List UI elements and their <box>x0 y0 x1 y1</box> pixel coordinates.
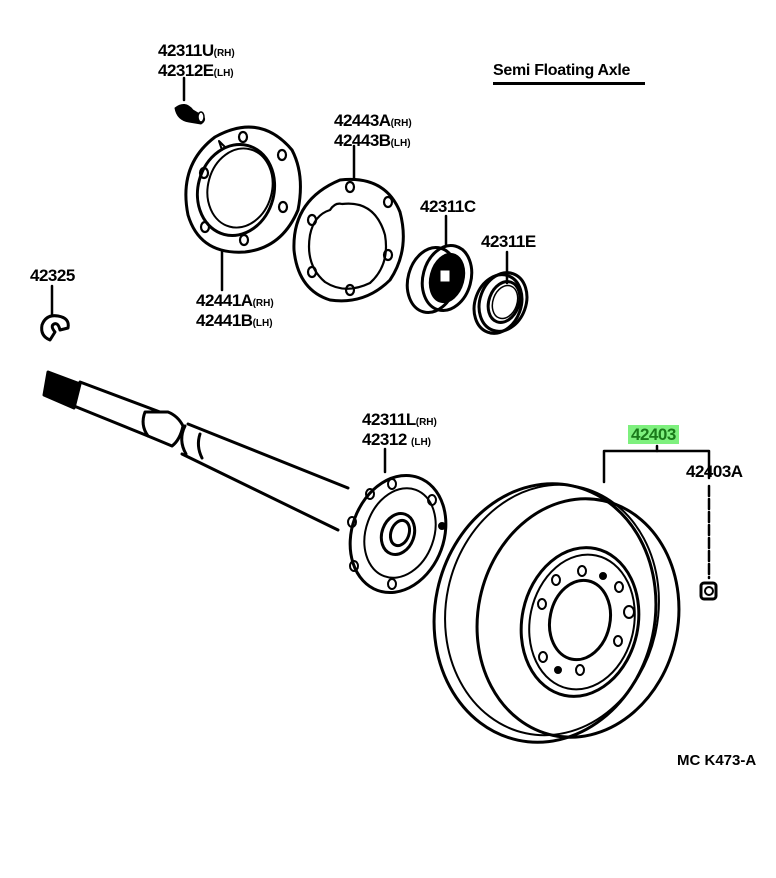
part-label-bearing[interactable]: 42311C <box>420 198 476 215</box>
bearing-retainer-drawing[interactable] <box>184 125 302 254</box>
part-number: 42441A <box>196 291 253 310</box>
side-label: (RH) <box>415 417 437 428</box>
part-number: 42443A <box>334 111 391 130</box>
leader-lines <box>50 76 711 580</box>
plug-drawing[interactable] <box>699 581 718 601</box>
part-number: 42311U <box>158 41 214 60</box>
part-label-bolt[interactable]: 42311U(RH) 42312E(LH) <box>158 42 235 82</box>
part-number: 42403A <box>686 462 743 481</box>
part-number: 42441B <box>196 311 253 330</box>
side-label: (LH) <box>252 318 273 329</box>
part-label-clip[interactable]: 42325 <box>30 267 75 284</box>
highlighted-part-number: 42403 <box>628 425 679 444</box>
axle-flange-drawing[interactable] <box>334 462 461 606</box>
side-label: (LH) <box>390 138 411 149</box>
brake-drum-drawing[interactable] <box>410 463 700 763</box>
clip-drawing[interactable] <box>40 314 70 342</box>
side-label: (RH) <box>213 48 235 59</box>
part-number: 42325 <box>30 266 75 285</box>
part-label-brake-drum[interactable]: 42403 <box>628 425 679 444</box>
part-label-axle-shaft[interactable]: 42311L(RH) 42312 (LH) <box>362 411 437 451</box>
part-number: 42311L <box>362 410 416 429</box>
part-label-oil-seal[interactable]: 42311E <box>481 233 536 250</box>
side-label: (RH) <box>390 118 412 129</box>
part-number: 42312 <box>362 430 407 449</box>
part-number: 42311C <box>420 197 476 216</box>
part-label-retainer[interactable]: 42441A(RH) 42441B(LH) <box>196 292 274 332</box>
oil-seal-drawing[interactable] <box>466 266 535 340</box>
side-label: (RH) <box>252 298 274 309</box>
part-number: 42312E <box>158 61 214 80</box>
gasket-drawing[interactable] <box>292 177 405 303</box>
side-label: (LH) <box>213 68 234 79</box>
part-number: 42311E <box>481 232 536 251</box>
side-label: (LH) <box>411 437 432 448</box>
part-number: 42443B <box>334 131 391 150</box>
axle-shaft-drawing[interactable] <box>42 370 350 532</box>
part-label-plug[interactable]: 42403A <box>686 463 743 480</box>
diagram-title: Semi Floating Axle <box>493 62 631 79</box>
bearing-drawing[interactable] <box>400 240 478 318</box>
part-label-gasket[interactable]: 42443A(RH) 42443B(LH) <box>334 112 412 152</box>
hub-bolt-drawing[interactable] <box>174 104 206 125</box>
title-underline <box>493 82 645 85</box>
diagram-code: MC K473-A <box>677 752 757 769</box>
